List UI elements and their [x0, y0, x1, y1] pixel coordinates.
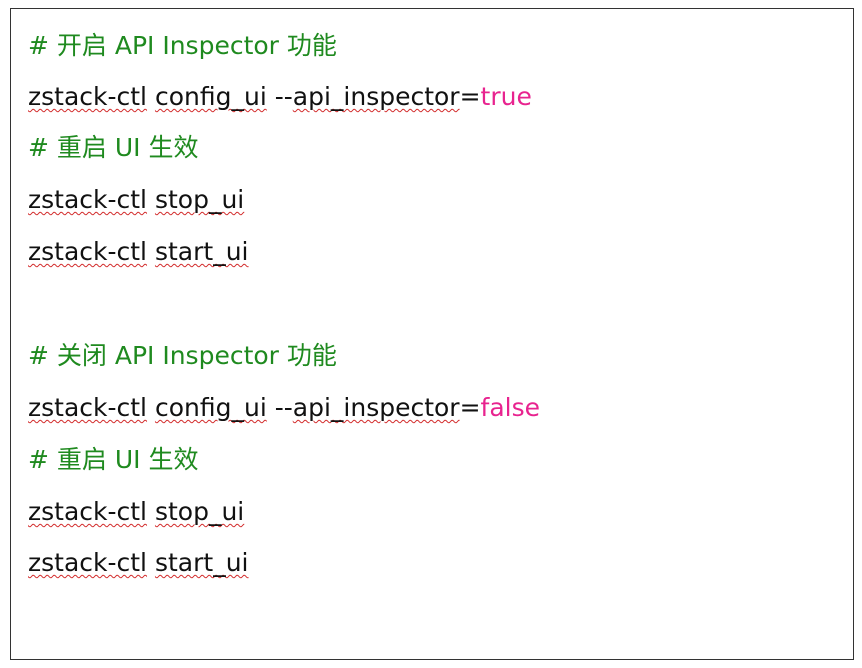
command-subcommand: start_ui: [154, 548, 249, 577]
option-value: false: [480, 393, 541, 422]
option-prefix: --: [274, 393, 293, 422]
document-box: # 开启 API Inspector 功能 zstack-ctl config_…: [10, 8, 854, 660]
command-tool: zstack-ctl: [28, 393, 148, 422]
command-subcommand: config_ui: [154, 393, 267, 422]
disable-start-line: zstack-ctl start_ui: [28, 547, 249, 579]
option-equals: =: [459, 393, 481, 422]
command-tool: zstack-ctl: [28, 548, 148, 577]
option-name: api_inspector: [292, 82, 460, 111]
command-subcommand: stop_ui: [154, 497, 245, 526]
enable-start-line: zstack-ctl start_ui: [28, 236, 249, 268]
command-tool: zstack-ctl: [28, 82, 148, 111]
enable-comment: # 开启 API Inspector 功能: [28, 31, 337, 60]
command-subcommand: stop_ui: [154, 185, 245, 214]
command-tool: zstack-ctl: [28, 237, 148, 266]
enable-command-line: zstack-ctl config_ui --api_inspector=tru…: [28, 81, 532, 113]
command-tool: zstack-ctl: [28, 497, 148, 526]
command-tool: zstack-ctl: [28, 185, 148, 214]
option-equals: =: [459, 82, 481, 111]
option-name: api_inspector: [292, 393, 460, 422]
disable-command-line: zstack-ctl config_ui --api_inspector=fal…: [28, 392, 540, 424]
disable-comment: # 关闭 API Inspector 功能: [28, 341, 337, 370]
option-prefix: --: [274, 82, 293, 111]
option-value: true: [480, 82, 532, 111]
disable-stop-line: zstack-ctl stop_ui: [28, 496, 244, 528]
command-subcommand: start_ui: [154, 237, 249, 266]
command-subcommand: config_ui: [154, 82, 267, 111]
enable-stop-line: zstack-ctl stop_ui: [28, 184, 244, 216]
disable-restart-comment: # 重启 UI 生效: [28, 445, 199, 474]
enable-restart-comment: # 重启 UI 生效: [28, 133, 199, 162]
